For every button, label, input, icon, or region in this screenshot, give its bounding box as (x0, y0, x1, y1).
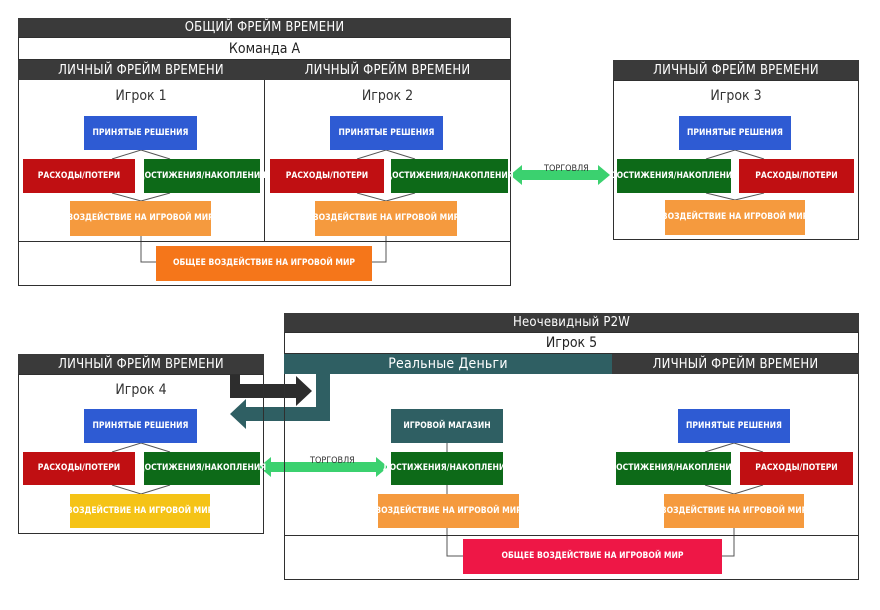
real-money-bar: Реальные Деньги (284, 354, 612, 374)
team-title: Команда А (228, 40, 301, 57)
achievements-box: ДОСТИЖЕНИЯ/НАКОПЛЕНИЯ (138, 452, 266, 485)
player-1-label: Игрок 1 (115, 88, 167, 104)
p2w-bar: Неочевидный P2W (284, 313, 859, 332)
personal-frame-bar-4: ЛИЧНЫЙ ФРЕЙМ ВРЕМЕНИ (18, 354, 264, 374)
player-4-frame (18, 374, 264, 534)
expenses-box: РАСХОДЫ/ПОТЕРИ (23, 159, 135, 193)
expenses-box: РАСХОДЫ/ПОТЕРИ (739, 159, 854, 193)
achievements-box: ДОСТИЖЕНИЯ/НАКОПЛЕНИЯ (138, 159, 266, 193)
impact-box: ВОЗДЕЙСТВИЕ НА ИГРОВОЙ МИР (67, 201, 214, 236)
personal-frame-bar-5: ЛИЧНЫЙ ФРЕЙМ ВРЕМЕНИ (612, 354, 859, 374)
impact-box: ВОЗДЕЙСТВИЕ НА ИГРОВОЙ МИР (662, 200, 808, 235)
trade-arrow-top (510, 165, 610, 185)
expenses-box: РАСХОДЫ/ПОТЕРИ (270, 159, 384, 193)
decisions-box: ПРИНЯТЫЕ РЕШЕНИЯ (679, 116, 791, 150)
impact-box: ВОЗДЕЙСТВИЕ НА ИГРОВОЙ МИР (313, 201, 459, 236)
player-4-label: Игрок 4 (115, 382, 167, 398)
player-5-divider (284, 535, 859, 536)
impact-box: ВОЗДЕЙСТВИЕ НА ИГРОВОЙ МИР (67, 494, 213, 528)
personal-frame-bar-3: ЛИЧНЫЙ ФРЕЙМ ВРЕМЕНИ (613, 60, 859, 80)
shared-impact-box: ОБЩЕЕ ВОЗДЕЙСТВИЕ НА ИГРОВОЙ МИР (463, 539, 722, 574)
trade-label-top: ТОРГОВЛЯ (544, 164, 589, 174)
player-3-frame (613, 80, 859, 240)
personal-frame-label: ЛИЧНЫЙ ФРЕЙМ ВРЕМЕНИ (652, 356, 819, 372)
decisions-box: ПРИНЯТЫЕ РЕШЕНИЯ (84, 116, 197, 150)
decisions-box: ПРИНЯТЫЕ РЕШЕНИЯ (678, 409, 790, 443)
dark-arrow (230, 374, 312, 406)
teal-arrow (230, 374, 330, 429)
achievements-box: ДОСТИЖЕНИЯ/НАКОПЛЕНИЯ (383, 452, 511, 485)
decisions-box: ПРИНЯТЫЕ РЕШЕНИЯ (84, 409, 197, 443)
team-bar: Команда А (18, 37, 511, 60)
personal-frame-bar-1: ЛИЧНЫЙ ФРЕЙМ ВРЕМЕНИ (18, 60, 264, 80)
p2w-title: Неочевидный P2W (512, 315, 631, 330)
impact-box: ВОЗДЕЙСТВИЕ НА ИГРОВОЙ МИР (661, 494, 807, 528)
player-divider (264, 80, 265, 241)
player-3-label: Игрок 3 (710, 88, 762, 104)
player-2-label: Игрок 2 (361, 88, 414, 104)
achievements-box: ДОСТИЖЕНИЯ/НАКОПЛЕНИЯ (385, 159, 514, 193)
shared-frame-bar: ОБЩИЙ ФРЕЙМ ВРЕМЕНИ (18, 18, 511, 37)
shared-frame-title: ОБЩИЙ ФРЕЙМ ВРЕМЕНИ (184, 20, 345, 35)
shared-impact-box: ОБЩЕЕ ВОЗДЕЙСТВИЕ НА ИГРОВОЙ МИР (156, 246, 372, 281)
real-money-title: Реальные Деньги (388, 356, 508, 372)
impact-box: ВОЗДЕЙСТВИЕ НА ИГРОВОЙ МИР (375, 494, 522, 528)
trade-arrow-bottom (259, 457, 388, 477)
achievements-box: ДОСТИЖЕНИЯ/НАКОПЛЕНИЯ (609, 452, 738, 485)
shop-box: ИГРОВОЙ МАГАЗИН (391, 409, 503, 443)
achievements-box: ДОСТИЖЕНИЯ/НАКОПЛЕНИЯ (610, 159, 738, 193)
personal-frame-label: ЛИЧНЫЙ ФРЕЙМ ВРЕМЕНИ (653, 62, 819, 78)
personal-frame-label: ЛИЧНЫЙ ФРЕЙМ ВРЕМЕНИ (58, 356, 224, 372)
trade-label-bottom: ТОРГОВЛЯ (310, 456, 355, 466)
player-5-title: Игрок 5 (545, 335, 598, 351)
expenses-box: РАСХОДЫ/ПОТЕРИ (740, 452, 853, 485)
personal-frame-label: ЛИЧНЫЙ ФРЕЙМ ВРЕМЕНИ (58, 62, 224, 78)
personal-frame-bar-2: ЛИЧНЫЙ ФРЕЙМ ВРЕМЕНИ (264, 60, 511, 80)
expenses-box: РАСХОДЫ/ПОТЕРИ (23, 452, 135, 485)
team-divider (18, 241, 511, 242)
personal-frame-label: ЛИЧНЫЙ ФРЕЙМ ВРЕМЕНИ (304, 62, 471, 78)
player-5-bar: Игрок 5 (284, 332, 859, 354)
decisions-box: ПРИНЯТЫЕ РЕШЕНИЯ (330, 116, 443, 150)
